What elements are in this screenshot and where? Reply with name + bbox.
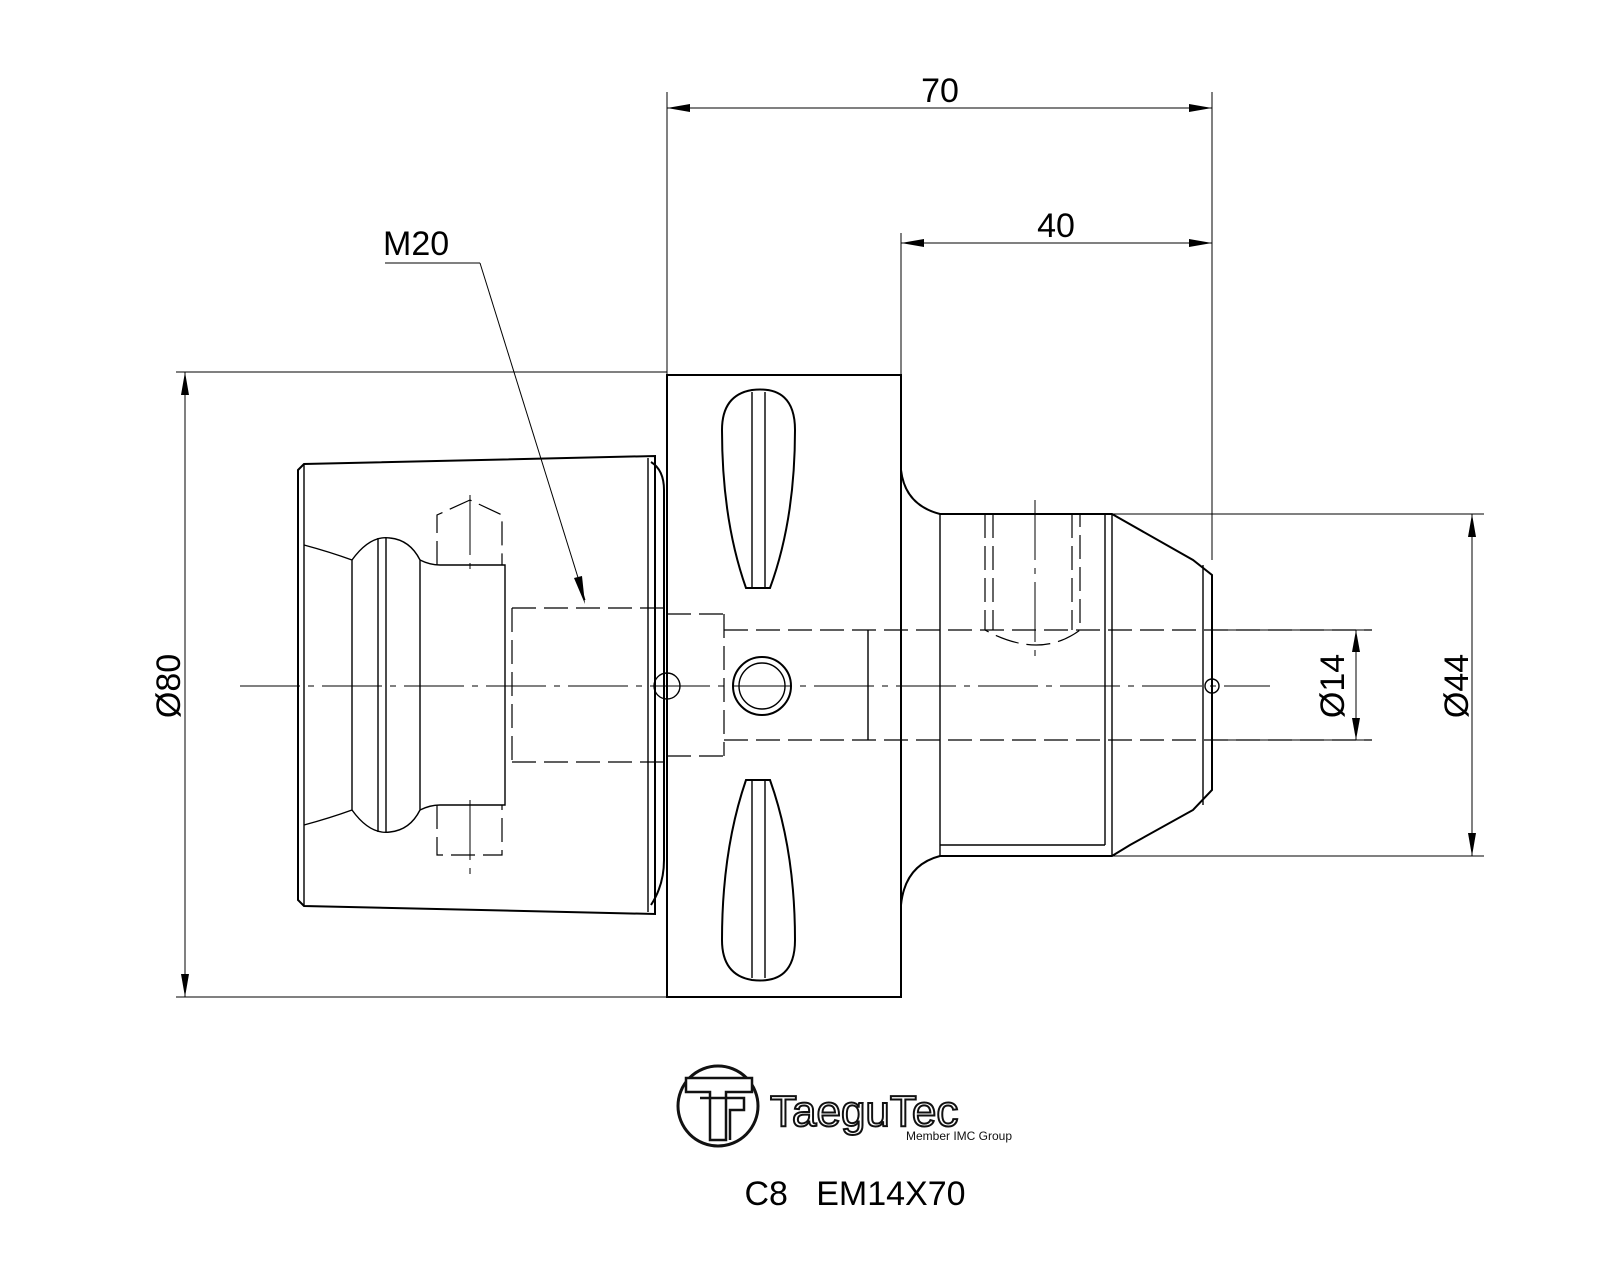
- flange-diameter-label: Ø80: [150, 654, 188, 718]
- shank-length-label: 40: [1037, 207, 1075, 245]
- logo-tagline: Member IMC Group: [906, 1129, 1012, 1143]
- dimension-shank-diameter: Ø44: [1112, 513, 1484, 857]
- thread-label: M20: [383, 225, 449, 263]
- dimension-bore-diameter: Ø14: [1212, 629, 1372, 741]
- taegutec-logo: TaeguTec Member IMC Group: [676, 1064, 1012, 1148]
- dimension-flange-diameter: Ø80: [150, 371, 667, 998]
- product-code: C8 EM14X70: [744, 1175, 965, 1213]
- overall-length-label: 70: [921, 72, 959, 110]
- part-outline: [240, 374, 1372, 998]
- shank-diameter-label: Ø44: [1438, 654, 1476, 718]
- dimension-overall-length: 70: [666, 72, 1213, 560]
- bore-diameter-label: Ø14: [1314, 654, 1352, 718]
- logo-mark-icon: [676, 1064, 760, 1148]
- dimension-shank-length: 40: [900, 207, 1212, 470]
- thread-callout: M20: [383, 225, 586, 604]
- logo-brand: TaeguTec: [770, 1087, 958, 1136]
